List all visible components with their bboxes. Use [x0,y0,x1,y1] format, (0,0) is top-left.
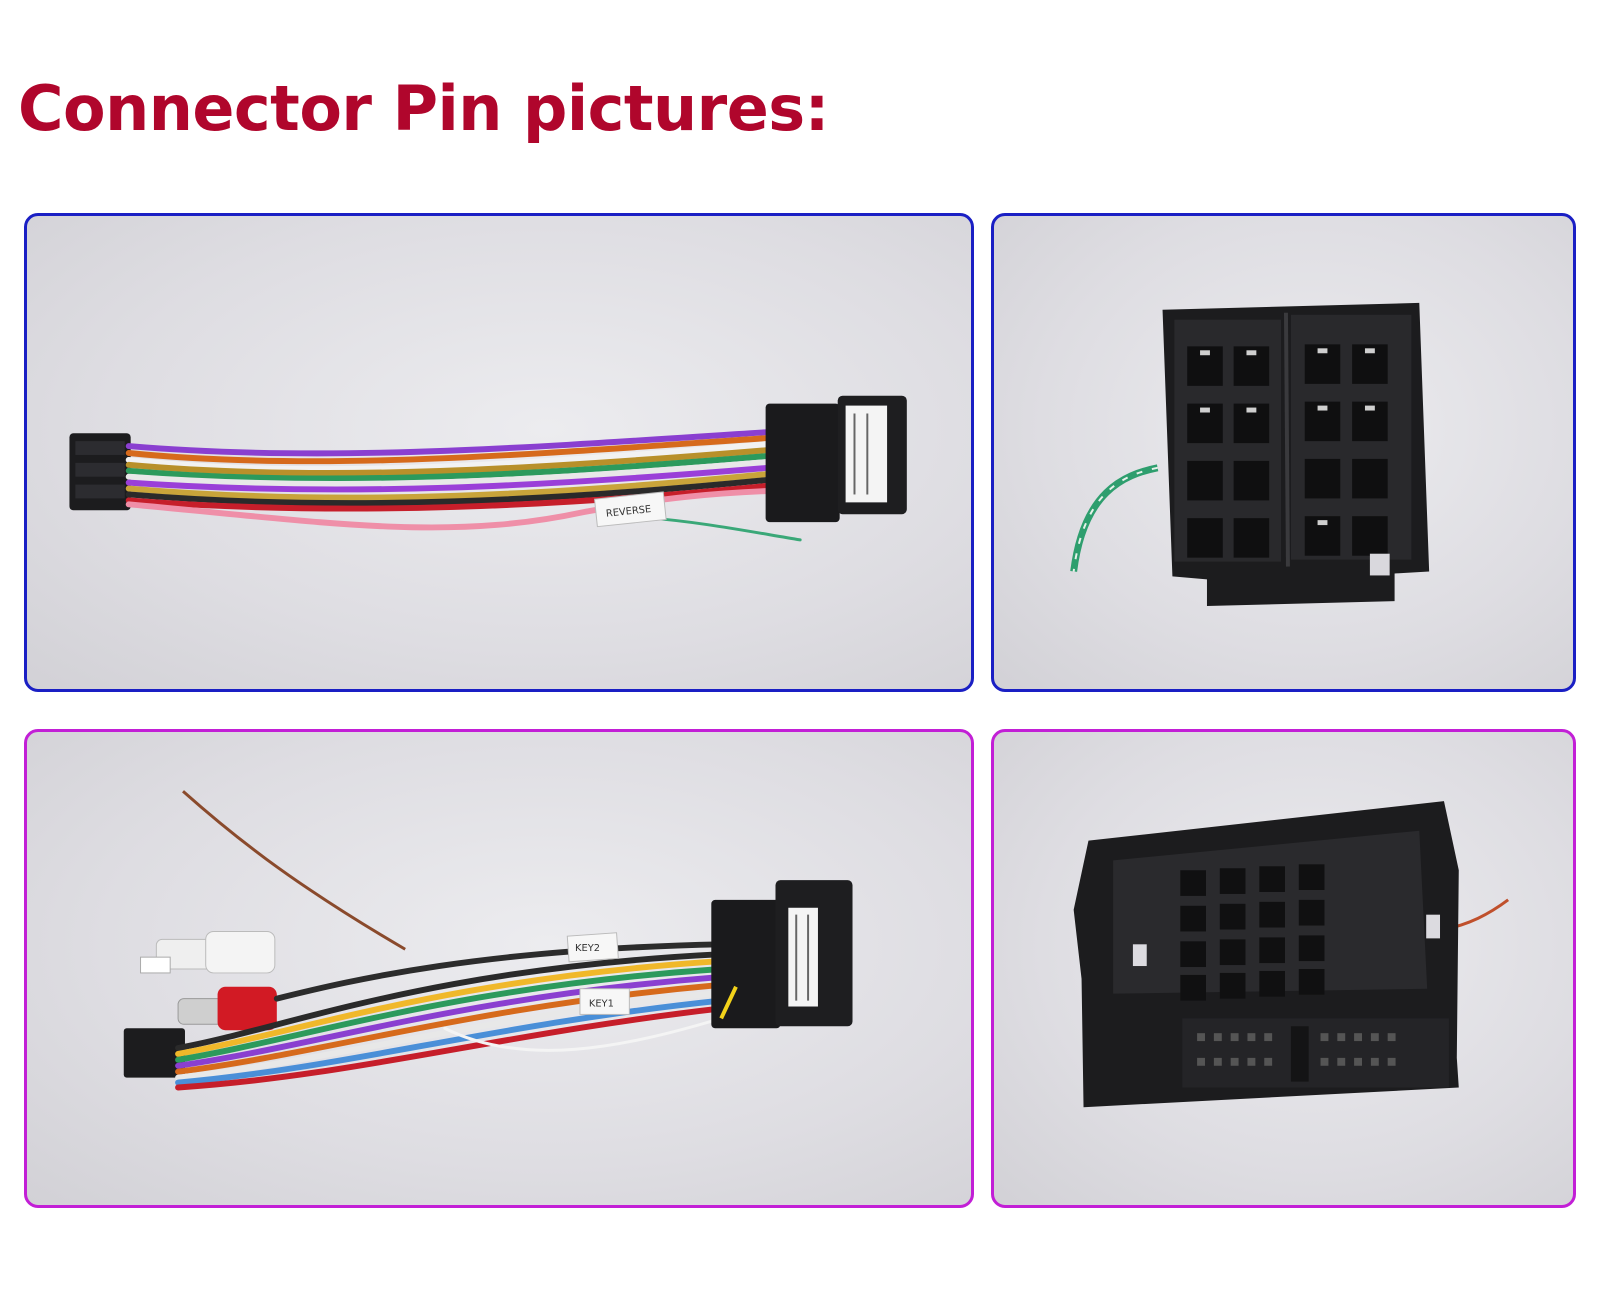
harness-photo-panel-bottom: KEY2 KEY1 [24,729,974,1208]
iso-connector-block [765,395,907,523]
brown-wire [182,790,406,951]
wire-bundle [125,428,802,542]
iso-connector-face-illustration [1070,302,1430,607]
reverse-tag-label: REVERSE [605,504,651,520]
iso-latch-slot [1369,553,1390,576]
quadlock-pin-grid [1180,864,1325,1001]
key1-tag-label: KEY1 [589,999,614,1010]
iso-connector-face-panel [991,213,1576,692]
small-plug-left [123,1028,185,1078]
quadlock-connector-face-panel [991,729,1576,1208]
quadlock-latch-left [1132,944,1147,967]
harness-quadlock-illustration: KEY2 KEY1 [123,790,853,1091]
small-plug-left [69,433,131,511]
page-title: Connector Pin pictures: [18,72,829,145]
key2-wire-tag: KEY2 [566,932,619,963]
reverse-wire-tag: REVERSE [593,491,667,528]
key1-wire-tag: KEY1 [579,988,630,1015]
harness-photo-panel-top: REVERSE [24,213,974,692]
harness-iso-illustration: REVERSE [69,395,907,542]
rca-plugs [140,930,277,1031]
green-wire [1070,464,1159,572]
wire-bundle [175,941,725,1091]
key2-tag-label: KEY2 [575,943,600,954]
iso-pin-contacts [1200,348,1375,526]
quadlock-latch-right [1426,914,1441,939]
quadlock-connector-face-illustration [1073,801,1510,1108]
quadlock-lower-pins [1197,1033,1396,1066]
quadlock-connector-block [711,880,853,1029]
